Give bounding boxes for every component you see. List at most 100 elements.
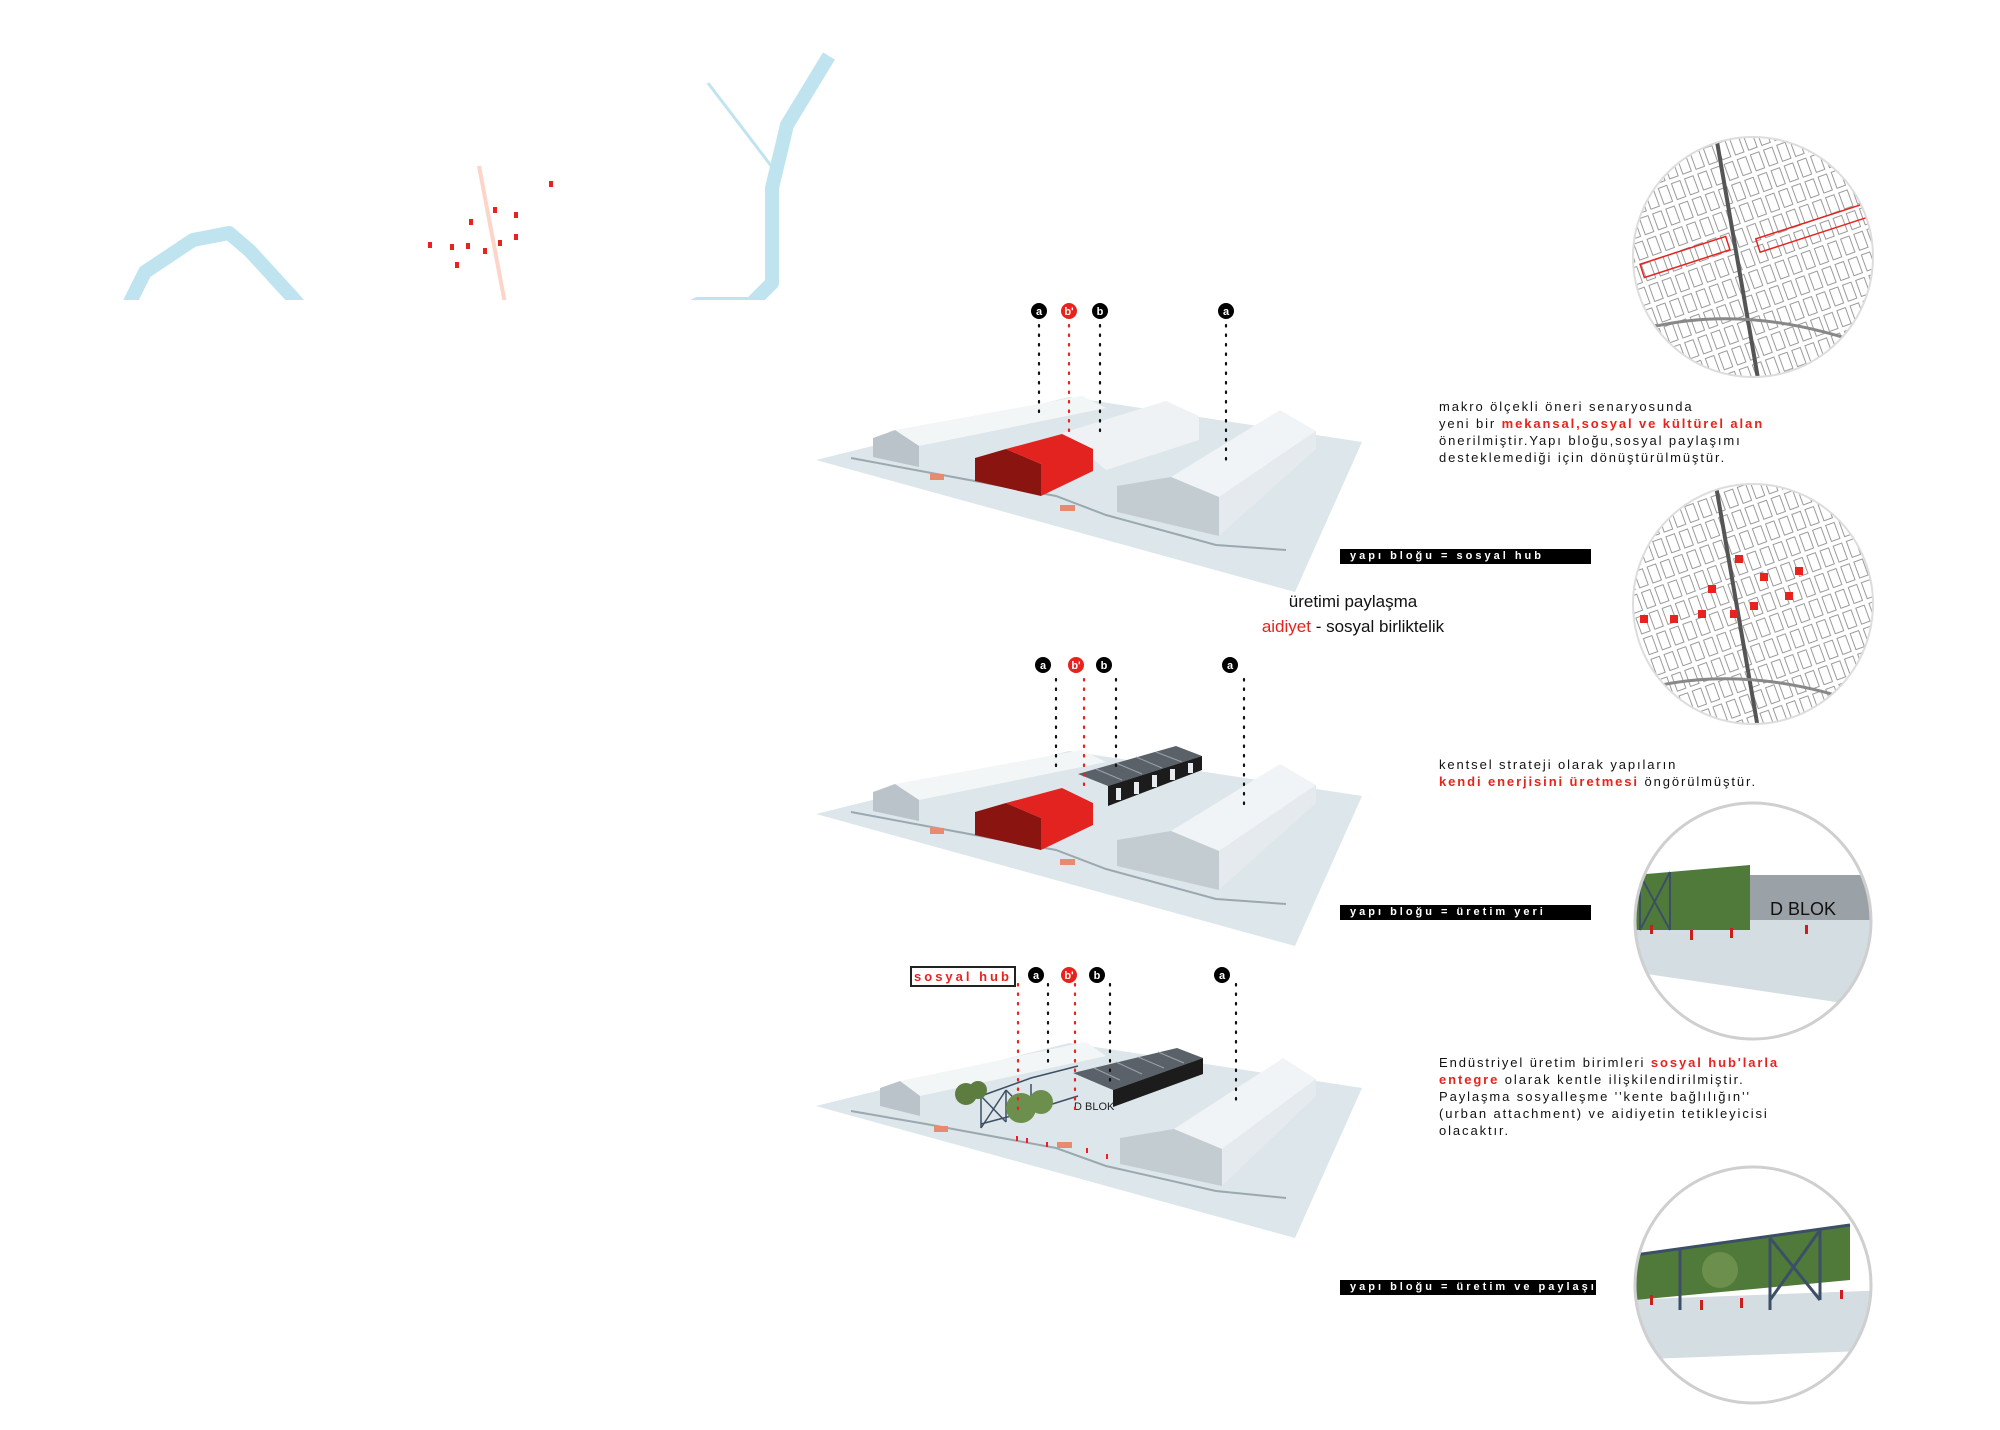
unit-openings bbox=[1116, 763, 1193, 800]
production-units-facade bbox=[1113, 1058, 1203, 1107]
inset-border bbox=[1633, 801, 1873, 1041]
caption-bar-2: yapı bloğu = üretim yeri bbox=[1340, 905, 1591, 920]
solar-panel-lines bbox=[1093, 1051, 1185, 1081]
road bbox=[850, 811, 1287, 905]
label-b: b bbox=[1089, 967, 1105, 983]
center-rest: - sosyal birliktelik bbox=[1310, 617, 1445, 636]
building-right-roof bbox=[1174, 1058, 1316, 1149]
label-a: a bbox=[1214, 967, 1230, 983]
render-inset-3: D BLOK bbox=[1635, 803, 1871, 1039]
label-a: a bbox=[1035, 657, 1051, 673]
crosswalk bbox=[1060, 859, 1075, 865]
text-line: Paylaşma sosyalleşme ''kente bağlılığın'… bbox=[1439, 1089, 1751, 1104]
center-line-2: aidiyet - sosyal birliktelik bbox=[1233, 614, 1473, 639]
svg-text:a: a bbox=[1033, 970, 1040, 982]
text-span: Endüstriyel üretim birimleri bbox=[1439, 1055, 1651, 1070]
text-line: desteklemediği için dönüştürülmüştür. bbox=[1439, 450, 1727, 465]
svg-text:a: a bbox=[1223, 306, 1230, 318]
text-block-2: kentsel strateji olarak yapıların kendi … bbox=[1439, 756, 1757, 790]
text-line: önerilmiştir.Yapı bloğu,sosyal paylaşımı bbox=[1439, 433, 1742, 448]
text-line: makro ölçekli öneri senaryosunda bbox=[1439, 399, 1694, 414]
solar-roof bbox=[1073, 1048, 1203, 1090]
urban-plan-inset-1 bbox=[1633, 137, 1873, 377]
axis-line bbox=[477, 165, 507, 300]
circular-insets: D BLOK bbox=[1632, 136, 1874, 1405]
label-a: a bbox=[1222, 657, 1238, 673]
svg-text:b: b bbox=[1101, 660, 1108, 672]
crosswalk bbox=[930, 828, 944, 834]
text-block-1: makro ölçekli öneri senaryosunda yeni bi… bbox=[1439, 398, 1764, 466]
red-building-side bbox=[1006, 434, 1093, 496]
highlight-span: kendi enerjisini üretmesi bbox=[1439, 774, 1639, 789]
building-right-side bbox=[1219, 785, 1316, 890]
label-b: b bbox=[1096, 657, 1112, 673]
building-right-gable bbox=[1117, 477, 1219, 536]
text-line: yeni bir mekansal,sosyal ve kültürel ala… bbox=[1439, 415, 1764, 432]
svg-text:a: a bbox=[1040, 660, 1047, 672]
label-b: b bbox=[1092, 303, 1108, 319]
building-right-side bbox=[1222, 1079, 1316, 1186]
svg-text:b': b' bbox=[1064, 306, 1074, 318]
building-left-gable bbox=[873, 784, 919, 821]
label-a: a bbox=[1218, 303, 1234, 319]
text-line: (urban attachment) ve aidiyetin tetikley… bbox=[1439, 1106, 1769, 1121]
river-map bbox=[123, 52, 835, 300]
highlight-span: entegre bbox=[1439, 1072, 1500, 1087]
text-span: olarak kentle ilişkilendirilmiştir. bbox=[1499, 1072, 1745, 1087]
red-building-gable bbox=[975, 803, 1041, 850]
building-left-roof bbox=[900, 1042, 1106, 1096]
crosswalk bbox=[1057, 1142, 1072, 1148]
building-left-gable bbox=[880, 1081, 920, 1116]
road bbox=[850, 1110, 1287, 1199]
river bbox=[123, 52, 835, 300]
label-a: a bbox=[1028, 967, 1044, 983]
d-blok-sign: D BLOK bbox=[1770, 899, 1836, 919]
trees bbox=[955, 1081, 1053, 1123]
inset-border bbox=[1632, 136, 1874, 378]
svg-text:b': b' bbox=[1064, 970, 1074, 982]
svg-text:a: a bbox=[1036, 306, 1043, 318]
text-line: kentsel strateji olarak yapıların bbox=[1439, 757, 1678, 772]
site-markers bbox=[428, 181, 553, 268]
sosyal-hub-label: sosyal hub bbox=[910, 966, 1016, 987]
building-right-roof bbox=[1171, 764, 1316, 851]
crosswalk bbox=[930, 474, 944, 480]
building-middle bbox=[1062, 401, 1199, 470]
text-line: entegre olarak kentle ilişkilendirilmişt… bbox=[1439, 1071, 1779, 1088]
label-b-prime: b' bbox=[1068, 657, 1084, 673]
building-right-gable bbox=[1117, 831, 1219, 890]
svg-text:a: a bbox=[1219, 970, 1226, 982]
axonometric-diagram-1: a b' b a bbox=[816, 303, 1362, 592]
svg-text:b: b bbox=[1097, 306, 1104, 318]
solar-panel-lines bbox=[1095, 751, 1183, 781]
road bbox=[850, 457, 1287, 551]
caption-bar-1: yapı bloğu = sosyal hub bbox=[1340, 549, 1591, 564]
building-right-side bbox=[1219, 431, 1316, 536]
text-block-3: Endüstriyel üretim birimleri sosyal hub'… bbox=[1439, 1054, 1779, 1139]
crosswalk bbox=[934, 1126, 948, 1132]
crosswalk bbox=[1060, 505, 1075, 511]
building-left-roof bbox=[895, 396, 1106, 446]
center-caption: üretimi paylaşma aidiyet - sosyal birlik… bbox=[1233, 589, 1473, 639]
hub-markers bbox=[1640, 555, 1803, 623]
red-building-gable bbox=[975, 449, 1041, 496]
urban-plan-inset-2 bbox=[1633, 484, 1873, 724]
ground-plane bbox=[816, 1043, 1362, 1238]
caption-bar-3: yapı bloğu = üretim ve paylaşım bbox=[1340, 1280, 1607, 1295]
svg-text:b': b' bbox=[1071, 660, 1081, 672]
inset-border bbox=[1633, 1165, 1873, 1405]
render-inset-4 bbox=[1635, 1167, 1871, 1403]
building-right-gable bbox=[1120, 1129, 1222, 1186]
red-building-side bbox=[1006, 788, 1093, 850]
svg-text:a: a bbox=[1227, 660, 1234, 672]
center-line-1: üretimi paylaşma bbox=[1288, 592, 1418, 611]
text-span: yeni bir bbox=[1439, 416, 1502, 431]
building-left-roof bbox=[895, 750, 1106, 800]
inset-border bbox=[1632, 483, 1874, 725]
highlight-span: sosyal hub'larla bbox=[1650, 1055, 1780, 1070]
svg-text:b: b bbox=[1094, 970, 1101, 982]
label-a: a bbox=[1031, 303, 1047, 319]
building-left-gable bbox=[873, 430, 919, 467]
text-line: Endüstriyel üretim birimleri sosyal hub'… bbox=[1439, 1054, 1779, 1071]
label-b-prime: b' bbox=[1061, 967, 1077, 983]
